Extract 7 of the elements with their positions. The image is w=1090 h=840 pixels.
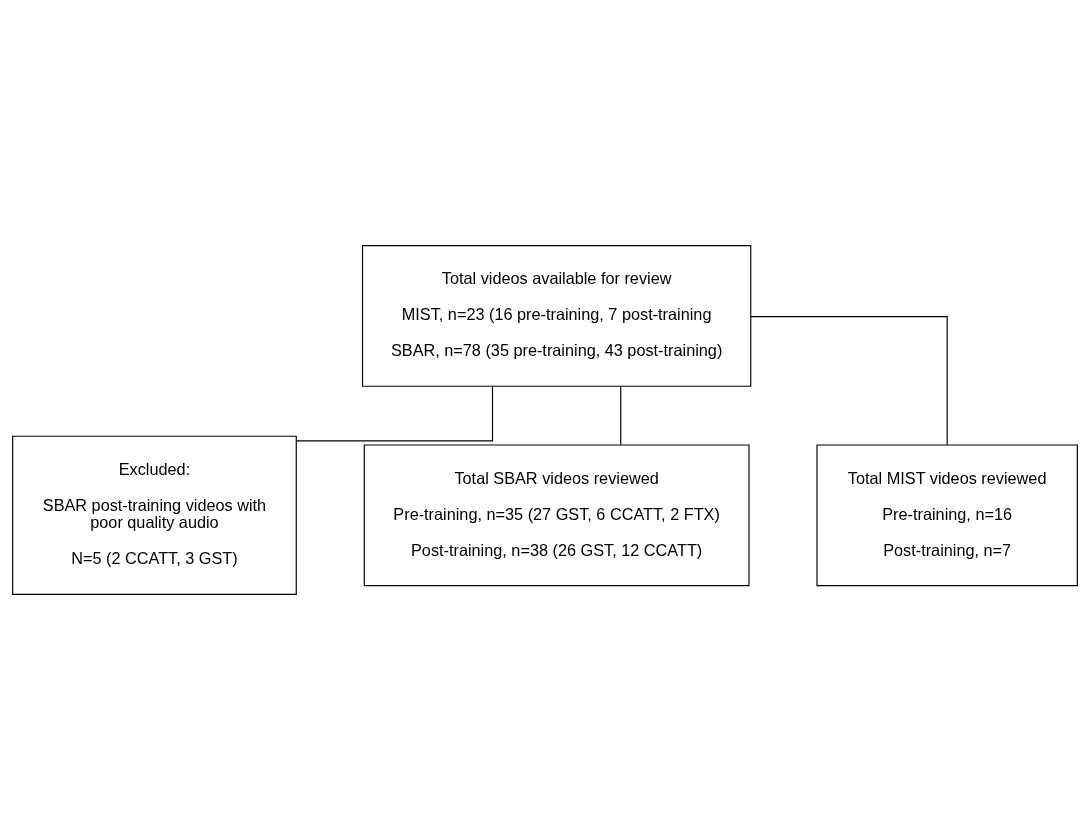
node-box: Total MIST videos reviewed Pre-training, n=16 Post-training, n=7 [816,444,1078,587]
connector [750,315,948,446]
node-box: Total videos available for review MIST, n=23 (16 pre-training, 7 post-training SBAR, n=78 (35 pre-training, 43 post-training) [361,245,752,387]
node-box: Excluded: SBAR post-training videos with poor quality audio N=5 (2 CCATT, 3 GST) [12,435,297,595]
node-box: Total SBAR videos reviewed Pre-training, n=35 (27 GST, 6 CCATT, 2 FTX) Post-training, n=38 (26 GST, 12 CCATT) [363,444,750,587]
connector [620,386,622,446]
connector [295,385,494,442]
